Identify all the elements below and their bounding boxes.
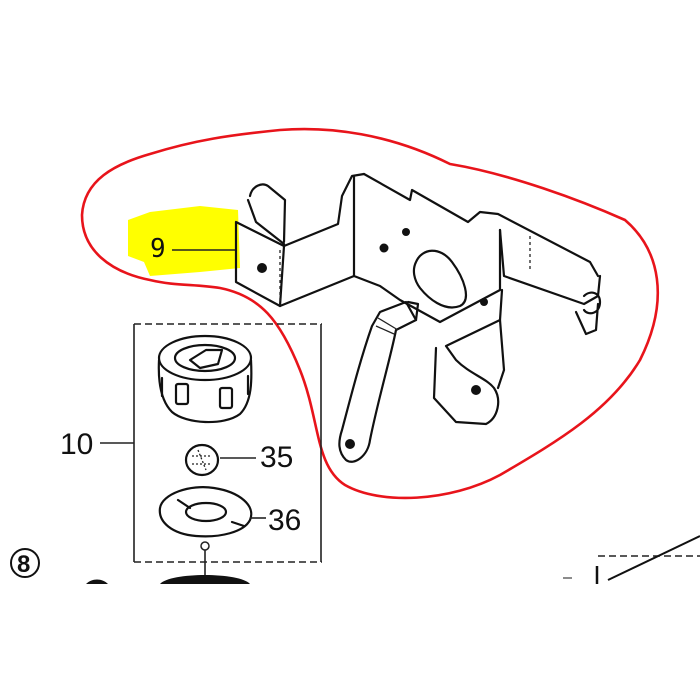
filter-element-drawing — [184, 443, 220, 477]
cropped-lower-drawing — [86, 535, 700, 584]
reference-marker: 8 — [10, 548, 40, 578]
fuel-cap-drawing — [157, 334, 253, 424]
red-circle-annotation — [80, 127, 660, 500]
callout-10-label: 10 — [60, 428, 93, 461]
control-bracket-drawing — [234, 172, 602, 463]
yellow-highlight — [128, 206, 240, 276]
callout-36-label: 36 — [268, 504, 301, 537]
callout-9-label: 9 — [150, 234, 166, 264]
cap-gasket-drawing — [158, 486, 253, 580]
reference-marker-label: 8 — [17, 551, 30, 578]
callout-35-label: 35 — [260, 441, 293, 474]
